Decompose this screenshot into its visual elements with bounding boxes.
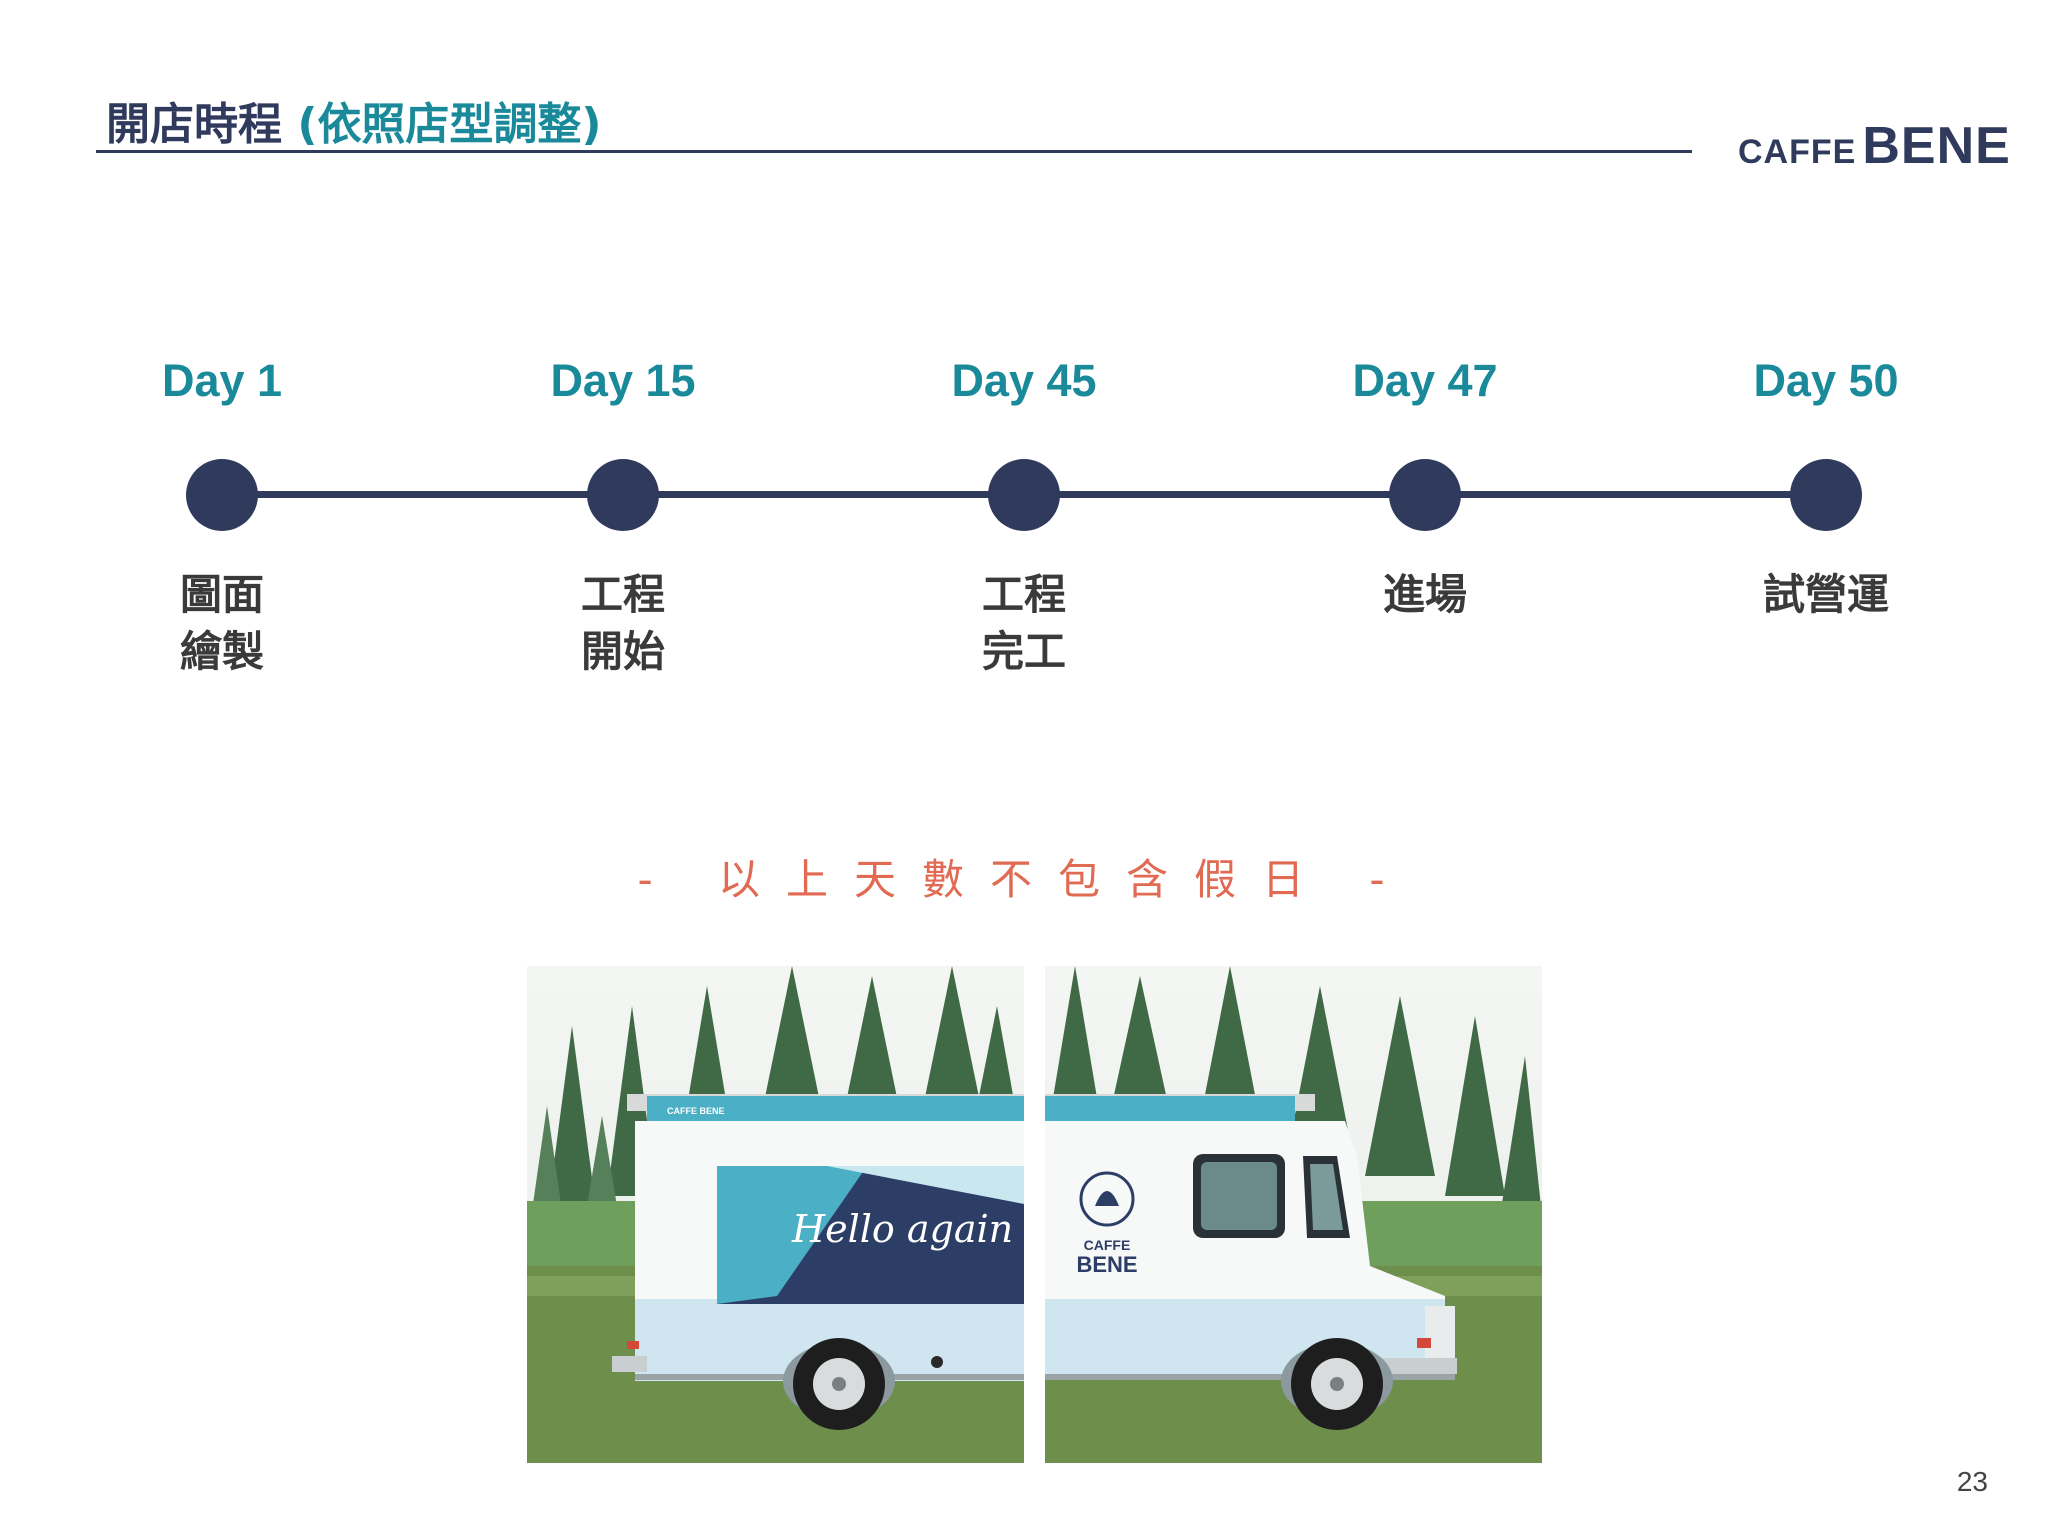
milestone-day: Day 1 xyxy=(161,355,283,406)
milestone-dot xyxy=(1389,459,1461,531)
milestone-dot xyxy=(1790,459,1862,531)
logo-bene: BENE xyxy=(1862,117,2011,175)
milestone-label: 進場 xyxy=(1225,566,1625,623)
food-truck-photo-right: CAFFE BENE xyxy=(1045,966,1542,1463)
milestone-dot xyxy=(988,459,1060,531)
hello-again-text: Hello again xyxy=(791,1207,1013,1251)
food-truck-photo-left: Hello again CAFFE BENE xyxy=(527,966,1024,1463)
milestone-label-line: 繪製 xyxy=(179,627,264,676)
truck-front-image: CAFFE BENE xyxy=(1045,966,1542,1463)
milestone-label-line: 工程 xyxy=(981,570,1066,619)
milestone-day: Day 15 xyxy=(550,355,696,406)
milestone-day: Day 47 xyxy=(1352,355,1498,406)
milestone-label: 圖面 繪製 xyxy=(22,566,422,680)
milestone-label-line: 進場 xyxy=(1382,570,1467,619)
truck-rear-image: Hello again CAFFE BENE xyxy=(527,966,1024,1463)
logo-caffe: CAFFE xyxy=(1738,133,1857,171)
milestone-day-47: Day 47 進場 xyxy=(1225,0,1625,720)
milestone-day-50: Day 50 試營運 xyxy=(1626,0,2026,720)
title-underline xyxy=(96,150,1692,153)
milestone-label-line: 完工 xyxy=(981,627,1066,676)
opening-timeline: Day 1 圖面 繪製 Day 15 工程 開始 Day 45 工程 完工 Da… xyxy=(0,0,2048,720)
milestone-label: 工程 完工 xyxy=(824,566,1224,680)
title-paren: (依照店型調整) xyxy=(297,99,602,150)
awning-logo-text: CAFFE BENE xyxy=(667,1106,725,1116)
milestone-label-line: 開始 xyxy=(580,627,665,676)
milestone-day: Day 50 xyxy=(1753,355,1899,406)
milestone-day-15: Day 15 工程 開始 xyxy=(423,0,823,720)
holiday-note: - 以上天數不包含假日 - xyxy=(637,855,1411,904)
milestone-label-line: 試營運 xyxy=(1762,570,1889,619)
milestone-day: Day 45 xyxy=(951,355,1097,406)
title-main: 開店時程 xyxy=(106,99,282,150)
milestone-dot xyxy=(587,459,659,531)
milestone-label: 工程 開始 xyxy=(423,566,823,680)
milestone-label-line: 圖面 xyxy=(179,570,264,619)
milestone-label-line: 工程 xyxy=(580,570,665,619)
door-logo-bene: BENE xyxy=(1076,1252,1137,1277)
milestone-day-45: Day 45 工程 完工 xyxy=(824,0,1224,720)
door-logo-caffe: CAFFE xyxy=(1084,1237,1131,1253)
milestone-label: 試營運 xyxy=(1626,566,2026,623)
page-number: 23 xyxy=(1956,1466,1988,1497)
page-title: 開店時程 (依照店型調整) xyxy=(106,88,602,152)
milestone-day-1: Day 1 圖面 繪製 xyxy=(22,0,422,720)
milestone-dot xyxy=(186,459,258,531)
